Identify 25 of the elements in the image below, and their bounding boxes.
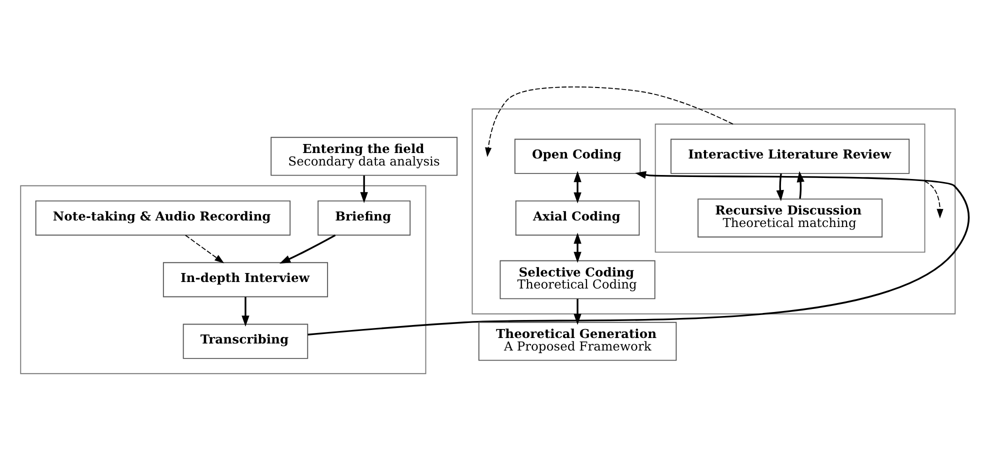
arrow	[796, 170, 804, 198]
node-box: Entering the field Secondary data analysis	[270, 136, 458, 176]
arrow	[574, 232, 582, 262]
node-box: Interactive Literature Review	[670, 138, 910, 174]
arrow	[924, 180, 944, 218]
node-box: Briefing	[318, 200, 411, 236]
node-box: Transcribing	[182, 323, 308, 358]
arrow	[242, 296, 250, 326]
node-box: Note-taking & Audio Recording	[35, 200, 291, 236]
node-box: Axial Coding	[515, 200, 640, 236]
arrow	[574, 298, 582, 324]
arrow	[574, 170, 582, 203]
node-box: In-depth Interview	[162, 262, 328, 297]
arrow	[308, 170, 970, 335]
arrow	[776, 173, 784, 201]
cluster	[20, 184, 426, 374]
arrow	[279, 234, 336, 264]
node-box: Selective Coding Theoretical Coding	[500, 260, 656, 299]
node-box: Recursive Discussion Theoretical matching	[698, 198, 883, 237]
node-box: Theoretical Generation A Proposed Framework	[478, 321, 677, 360]
node-box: Open Coding	[514, 138, 641, 174]
arrow	[185, 234, 224, 263]
arrow	[485, 86, 734, 157]
arrow	[360, 175, 368, 203]
cluster	[654, 123, 926, 252]
